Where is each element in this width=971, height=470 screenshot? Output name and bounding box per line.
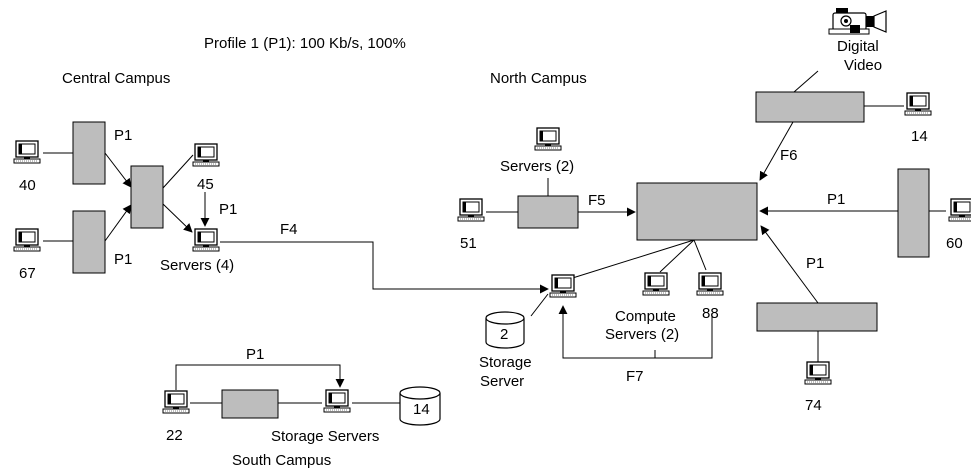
device-label-40: 40 [19,177,36,194]
computer-icon [323,389,351,413]
device-label-22: 22 [166,427,183,444]
flow-label-p1: P1 [219,201,237,218]
flow-label-p1: P1 [114,251,132,268]
computer-icon [642,272,670,296]
storage-server-label-line2: Server [480,373,524,390]
computer-icon [192,143,220,167]
central-campus-label: Central Campus [62,70,170,87]
flow-label-p1: P1 [246,346,264,363]
connection-lines [43,70,946,404]
flow-label-f4: F4 [280,221,298,238]
north-video-device [755,91,865,123]
computer-icon [696,272,724,296]
computer-icon [13,140,41,164]
device-label-67: 67 [19,265,36,282]
flow-label-p1: P1 [114,127,132,144]
storage-count-label: 2 [500,326,508,343]
north-campus-label: North Campus [490,70,587,87]
digital-video-label-line2: Video [844,57,882,74]
computer-icon [534,127,562,151]
central-device-bottom [72,210,106,274]
storage-cylinder-icon [399,386,441,426]
flow-label-f6: F6 [780,147,798,164]
computer-icon [457,198,485,222]
flow-label-f7: F7 [626,368,644,385]
device-label-88: 88 [702,305,719,322]
device-label-45: 45 [197,176,214,193]
flow-label-p1: P1 [827,191,845,208]
computer-icon [13,228,41,252]
device-boxes [72,91,930,419]
video-camera-icon [828,8,887,35]
south-device [221,389,279,419]
device-label-51: 51 [460,235,477,252]
north-servers-label: Servers (2) [500,158,574,175]
south-storage-count-label: 14 [413,401,430,418]
north-servers-device [517,195,579,229]
compute-servers-label-line2: Servers (2) [605,326,679,343]
central-servers-label: Servers (4) [160,257,234,274]
central-device-top [72,121,106,185]
computer-icon [904,92,932,116]
south-campus-label: South Campus [232,452,331,469]
flow-label-f5: F5 [588,192,606,209]
computer-icon [549,274,577,298]
device-label-74: 74 [805,397,822,414]
central-hub-device [130,165,164,229]
device-label-60: 60 [946,235,963,252]
storage-cylinder-icon [485,311,525,349]
profile-text: Profile 1 (P1): 100 Kb/s, 100% [204,35,406,52]
digital-video-label-line1: Digital [837,38,879,55]
north-device-74 [756,302,878,332]
computer-icon [192,228,220,252]
storage-server-label-line1: Storage [479,354,532,371]
flow-label-p1: P1 [806,255,824,272]
text-labels: Profile 1 (P1): 100 Kb/s, 100% Central C… [19,35,963,469]
north-device-60 [897,168,930,258]
computer-icon [162,390,190,414]
computer-icon [804,361,832,385]
computer-icon [948,198,971,222]
south-storage-servers-label: Storage Servers [271,428,379,445]
device-label-14: 14 [911,128,928,145]
north-core-device [636,182,758,241]
compute-servers-label-line1: Compute [615,308,676,325]
